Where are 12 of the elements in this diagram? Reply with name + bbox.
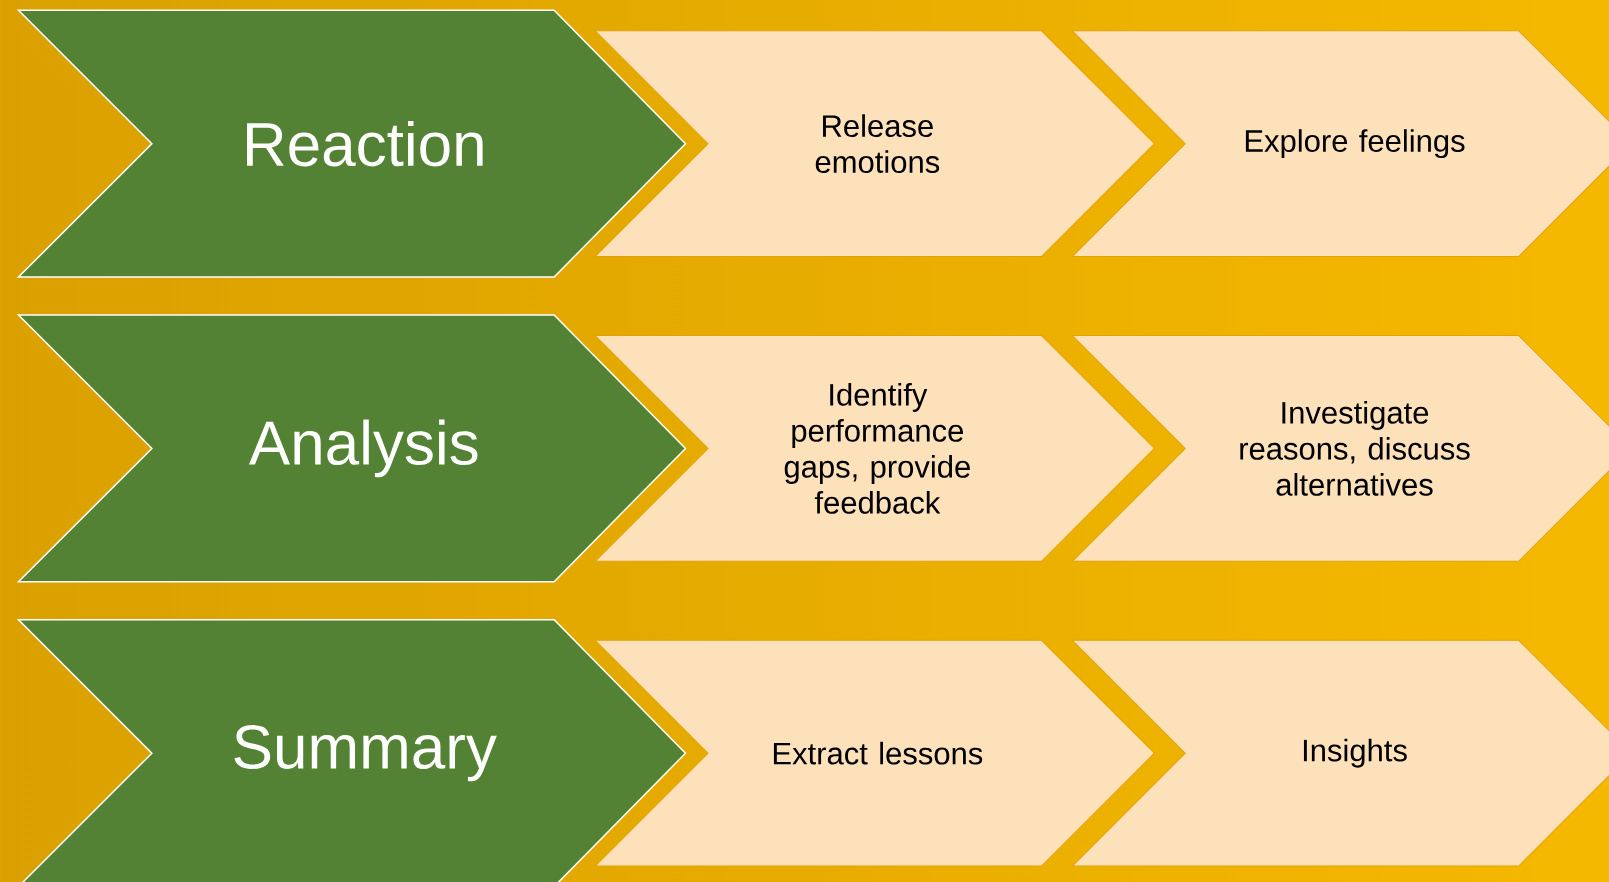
node-label: Investigate reasons, discuss alternatives: [1240, 400, 1470, 496]
stage-box: Reaction: [16, 9, 687, 278]
step-box: Identify performance gaps, provide feedback: [594, 334, 1155, 562]
node-label: Explore feelings: [1245, 128, 1465, 158]
step-box: Explore feelings: [1071, 30, 1609, 257]
step-box: Extract lessons: [594, 639, 1155, 867]
node-label: Insights: [1303, 738, 1407, 768]
stage-box: Analysis: [16, 314, 687, 583]
step-box: Insights: [1071, 639, 1609, 867]
stage-box: Summary: [16, 618, 687, 882]
step-box: Release emotions: [594, 30, 1155, 257]
step-box: Investigate reasons, discuss alternatives: [1071, 334, 1609, 562]
